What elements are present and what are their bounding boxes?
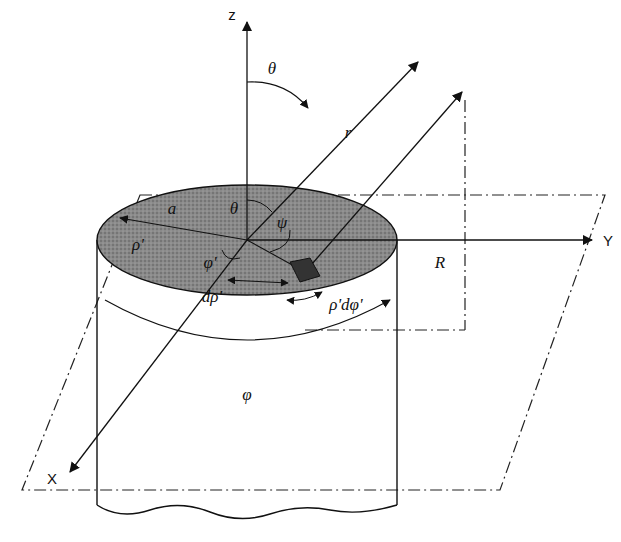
radius-label: a <box>168 200 177 217</box>
axis-label: z <box>228 7 236 22</box>
angle-label: θ <box>230 200 238 217</box>
axis-label: Y <box>603 233 613 248</box>
angle-label: φ <box>242 386 251 403</box>
increment-label: ρ'dφ' <box>329 296 362 313</box>
increment-label: dρ' <box>202 288 222 305</box>
angle-label: φ' <box>203 254 216 271</box>
coordinate-label: ρ' <box>132 236 144 253</box>
distance-label: R <box>435 254 445 271</box>
distance-label: r <box>345 124 352 141</box>
angle-label: ψ <box>277 214 288 231</box>
axis-label: X <box>47 471 57 486</box>
angle-label: θ <box>268 60 276 77</box>
